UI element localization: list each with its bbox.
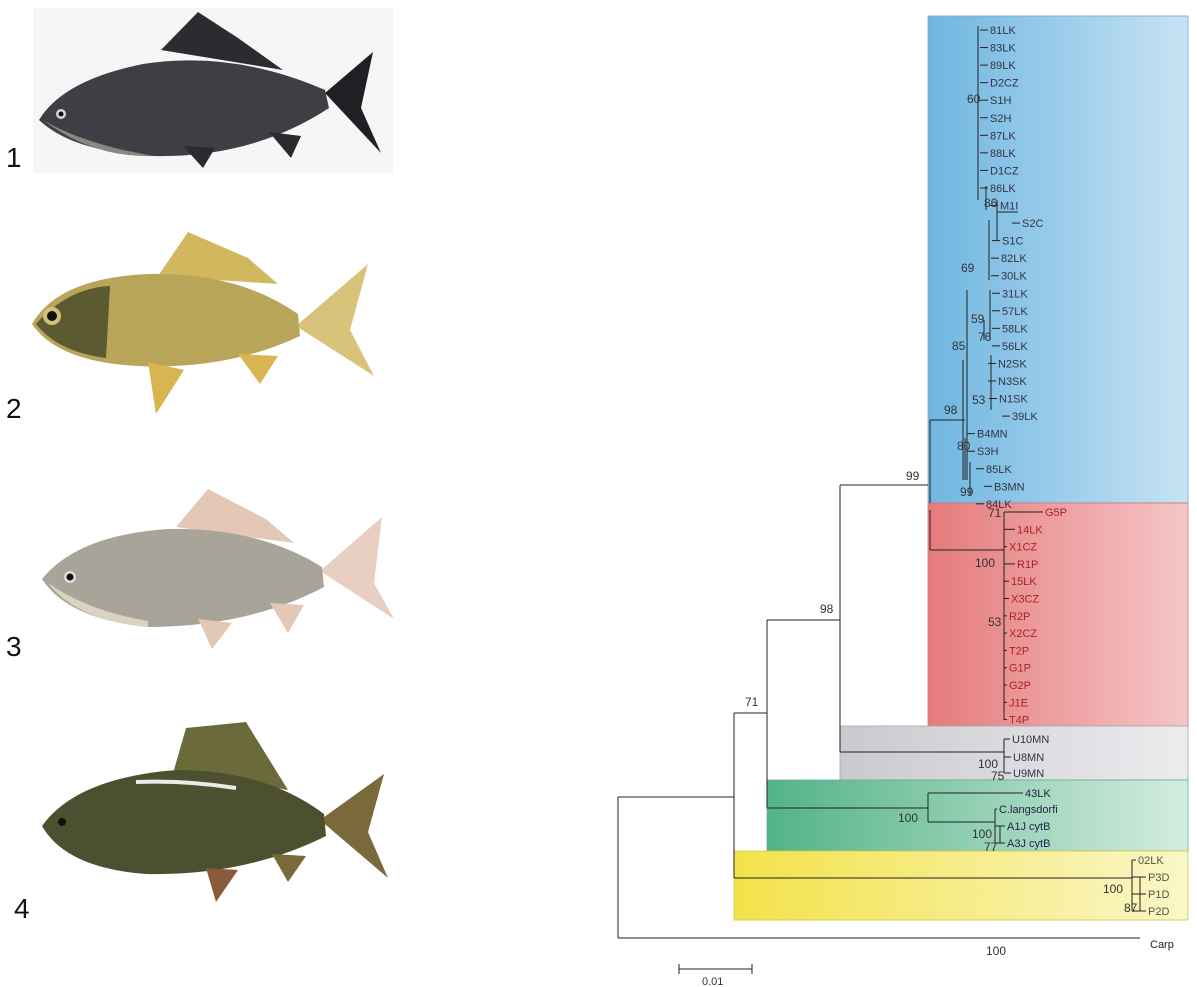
bootstrap-100-green-b: 100: [972, 827, 992, 841]
bootstrap-m1i: 86: [984, 196, 998, 210]
leaf-label-red: T4P: [1009, 715, 1029, 727]
leaf-label-green: A1J cytB: [1007, 821, 1050, 833]
leaf-label-red: X1CZ: [1009, 542, 1037, 554]
bootstrap-53-blue: 53: [972, 393, 986, 407]
leaf-label-blue: N2SK: [998, 358, 1027, 370]
leaf-label-grey: U8MN: [1013, 752, 1044, 764]
bootstrap-100-yellow: 100: [1103, 882, 1123, 896]
bootstrap-71-red: 71: [988, 506, 1002, 520]
leaf-label-yellow: P2D: [1148, 906, 1169, 918]
leaf-label-blue: 30LK: [1001, 271, 1027, 283]
leaf-label-red: G1P: [1009, 663, 1031, 675]
bootstrap-69: 69: [961, 261, 975, 275]
bootstrap-98-blue: 98: [944, 403, 958, 417]
leaf-label-blue: S1H: [990, 95, 1011, 107]
bootstrap-59: 59: [971, 312, 985, 326]
bootstrap-77-green: 77: [984, 840, 998, 854]
leaf-label-blue: 39LK: [1012, 411, 1038, 423]
leaf-label-blue: B3MN: [994, 481, 1025, 493]
leaf-label-green: C.langsdorfi: [999, 804, 1058, 816]
bootstrap-99-blue-clade: 99: [906, 469, 920, 483]
leaf-label-blue: N1SK: [999, 394, 1028, 406]
clade-band-red: [928, 503, 1188, 726]
leaf-label-blue: N3SK: [998, 376, 1027, 388]
leaf-label-blue: 83LK: [990, 43, 1016, 55]
scale-bar: [679, 964, 752, 974]
leaf-label-blue: 86LK: [990, 183, 1016, 195]
leaf-label-yellow: P3D: [1148, 872, 1169, 884]
bootstrap-100-green-a: 100: [898, 811, 918, 825]
leaf-label-red: R1P: [1017, 559, 1038, 571]
leaf-label-red: G2P: [1009, 680, 1031, 692]
leaf-label-blue: D2CZ: [990, 78, 1019, 90]
leaf-label-yellow: 02LK: [1138, 855, 1164, 867]
leaf-label-blue: S2C: [1022, 218, 1043, 230]
leaf-label-blue: 85LK: [986, 464, 1012, 476]
leaf-label-blue: 87LK: [990, 130, 1016, 142]
leaf-label-blue: 58LK: [1002, 323, 1028, 335]
leaf-label-outgroup: Carp: [1150, 939, 1174, 951]
leaf-label-blue: 57LK: [1002, 306, 1028, 318]
leaf-label-red: T2P: [1009, 645, 1029, 657]
bootstrap-85: 85: [952, 339, 966, 353]
leaf-label-blue: 89LK: [990, 60, 1016, 72]
leaf-label-red: R2P: [1009, 611, 1030, 623]
bootstrap-98-root: 98: [820, 602, 834, 616]
leaf-label-blue: S3H: [977, 446, 998, 458]
leaf-label-red: X3CZ: [1011, 594, 1039, 606]
leaf-label-blue: S2H: [990, 113, 1011, 125]
leaf-label-blue: 88LK: [990, 148, 1016, 160]
leaf-label-grey: U9MN: [1013, 768, 1044, 780]
leaf-label-blue: 31LK: [1002, 288, 1028, 300]
bootstrap-75-grey: 75: [991, 769, 1005, 783]
bootstrap-80: 80: [957, 439, 971, 453]
leaf-label-red: G5P: [1045, 507, 1067, 519]
leaf-label-blue: M1I: [1000, 201, 1018, 213]
leaf-label-blue: S1C: [1002, 236, 1023, 248]
leaf-label-grey: U10MN: [1012, 734, 1049, 746]
leaf-label-green: A3J cytB: [1007, 838, 1050, 850]
leaf-label-blue: B4MN: [977, 429, 1008, 441]
bootstrap-76: 76: [978, 330, 992, 344]
bootstrap-s1h: 60: [967, 92, 981, 106]
leaf-label-blue: 82LK: [1001, 253, 1027, 265]
bootstrap-71-root: 71: [745, 695, 759, 709]
leaf-label-blue: D1CZ: [990, 165, 1019, 177]
leaf-label-red: J1E: [1009, 697, 1028, 709]
leaf-label-blue: 56LK: [1002, 341, 1028, 353]
leaf-label-red: 14LK: [1017, 524, 1043, 536]
bootstrap-53-red: 53: [988, 615, 1002, 629]
leaf-label-blue: 81LK: [990, 25, 1016, 37]
leaf-label-red: X2CZ: [1009, 628, 1037, 640]
bootstrap-99-blue-node: 99: [960, 485, 974, 499]
leaf-label-green: 43LK: [1025, 788, 1051, 800]
leaf-label-yellow: P1D: [1148, 889, 1169, 901]
bootstrap-87-yellow: 87: [1124, 901, 1138, 915]
scale-bar-label: 0.01: [702, 976, 723, 987]
bootstrap-100-red: 100: [975, 556, 995, 570]
leaf-label-red: 15LK: [1011, 576, 1037, 588]
bootstrap-100-carp: 100: [986, 944, 1006, 958]
